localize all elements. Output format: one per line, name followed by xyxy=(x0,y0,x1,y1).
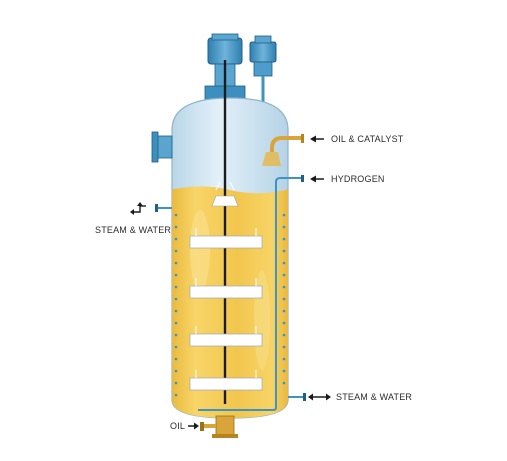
oil-outlet xyxy=(200,415,238,438)
label-oil: OIL xyxy=(170,421,186,431)
label-steam-water-right: STEAM & WATER xyxy=(336,392,413,402)
label-steam-water-left: STEAM & WATER xyxy=(95,225,172,235)
impeller-3 xyxy=(189,333,263,347)
label-hydrogen: HYDROGEN xyxy=(331,174,385,184)
cooling-jacket-left xyxy=(174,213,178,397)
gearbox-top xyxy=(254,35,272,44)
impeller-4 xyxy=(189,377,263,391)
arrow-hydrogen xyxy=(310,175,324,183)
hydrogen-inlet xyxy=(198,175,304,411)
arrow-steam-water-left xyxy=(130,202,146,215)
liquid-surface xyxy=(172,186,288,418)
arrow-steam-water-right xyxy=(308,393,331,401)
drive-assembly xyxy=(204,33,277,104)
gearbox-icon xyxy=(249,41,277,63)
oil-catalyst-inlet xyxy=(262,134,304,166)
steam-water-nozzle-right xyxy=(288,393,306,401)
side-manway xyxy=(151,131,173,163)
label-oil-catalyst: OIL & CATALYST xyxy=(331,134,404,144)
arrow-oil xyxy=(188,422,199,430)
cooling-jacket-right xyxy=(282,213,286,385)
steam-water-nozzle-left xyxy=(155,204,172,212)
impeller-1 xyxy=(189,235,263,249)
distributor-cone xyxy=(211,181,239,207)
arrow-icon xyxy=(130,135,331,430)
impeller-stack xyxy=(189,228,263,391)
catalyst-spray xyxy=(262,152,281,166)
motor-cap xyxy=(211,33,239,41)
gearbox-stand xyxy=(253,61,273,77)
liquid-highlight xyxy=(190,210,210,290)
arrow-oil-catalyst xyxy=(310,135,324,143)
impeller-2 xyxy=(189,285,263,299)
liquid-region xyxy=(172,186,288,418)
